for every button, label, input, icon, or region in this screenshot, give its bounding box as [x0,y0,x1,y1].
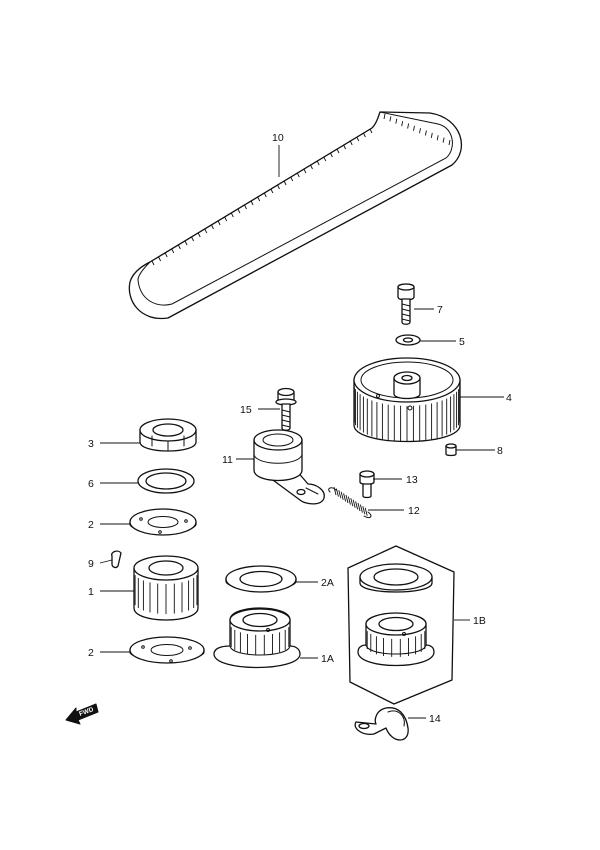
callout-1A: 1A [321,653,334,665]
callout-5: 5 [459,336,465,348]
callout-14: 14 [429,713,441,725]
pulley-assembly-1b [347,545,455,705]
key-9 [111,550,122,569]
bolt-15 [275,387,297,431]
washer-6 [137,468,195,494]
bolt-13 [359,470,375,499]
callout-10: 10 [272,132,284,144]
tensioner-11 [253,429,325,505]
callout-6: 6 [88,478,94,490]
callout-15: 15 [240,404,252,416]
callout-2A: 2A [321,577,334,589]
leader-lines [99,145,504,719]
callout-3: 3 [88,438,94,450]
callout-12: 12 [408,505,420,517]
callout-2-lower: 2 [88,647,94,659]
pulley-flange-2-lower [129,636,205,664]
callout-1: 1 [88,586,94,598]
callout-1B: 1B [473,615,486,627]
drive-pulley-1 [133,555,199,621]
callout-2-upper: 2 [88,519,94,531]
drive-pulley-1a [213,607,301,669]
callout-11: 11 [222,454,233,466]
fwd-label: FWD [78,706,95,718]
clamp-14 [354,707,409,741]
callout-13: 13 [406,474,418,486]
spring-12 [328,486,372,519]
driven-pulley-4 [353,357,461,443]
pin-8 [445,443,457,457]
callout-7: 7 [437,304,443,316]
washer-5 [395,334,421,346]
bolt-7 [397,283,415,325]
forward-direction-arrow: FWD [65,703,99,725]
callout-9: 9 [88,558,94,570]
callout-4: 4 [506,392,512,404]
pulley-flange-2-upper [129,508,197,536]
callout-8: 8 [497,445,503,457]
washer-2a [225,565,297,593]
callout-numbers: 10 7 5 4 8 15 3 11 13 6 12 2 9 1 2A 1B 2… [88,132,512,725]
timing-belt [128,111,462,320]
nut-3 [139,418,197,452]
